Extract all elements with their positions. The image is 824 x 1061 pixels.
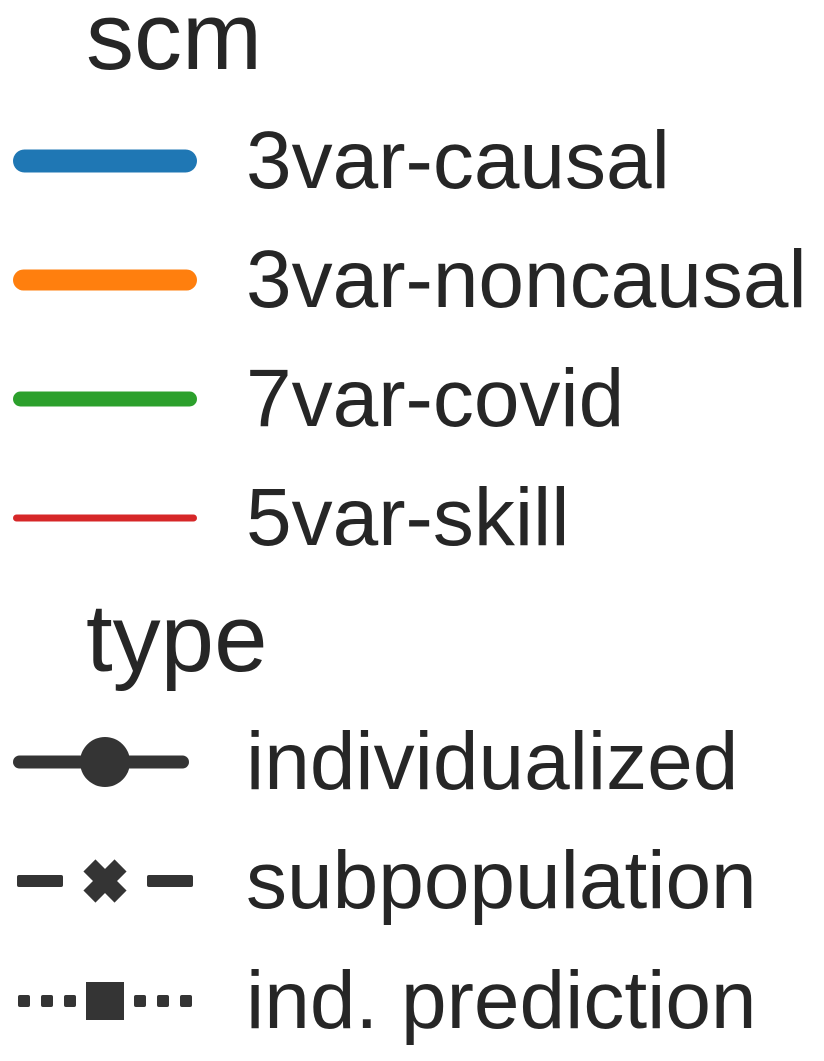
legend-entry-3var-noncausal: 3var-noncausal bbox=[0, 220, 824, 340]
legend-entry-5var-skill: 5var-skill bbox=[0, 458, 824, 578]
solid-line-swatch bbox=[13, 514, 197, 522]
legend-title-type: type bbox=[86, 585, 268, 692]
solid-line-swatch bbox=[13, 269, 197, 291]
legend-section-header-scm: scm bbox=[0, 0, 824, 97]
line-sample-subpopulation bbox=[13, 821, 197, 941]
legend-entry-label: subpopulation bbox=[246, 835, 757, 926]
legend-entry-7var-covid: 7var-covid bbox=[0, 339, 824, 459]
legend-section-header-type: type bbox=[0, 579, 824, 699]
legend-entry-label: 7var-covid bbox=[246, 353, 625, 444]
line-sample-7var-covid bbox=[13, 339, 197, 459]
x-marker-icon bbox=[83, 859, 127, 903]
legend-entry-3var-causal: 3var-causal bbox=[0, 101, 824, 221]
circle-marker-icon bbox=[80, 737, 130, 787]
square-marker-icon bbox=[86, 982, 124, 1020]
line-sample-individualized bbox=[13, 702, 197, 822]
legend-entry-ind-prediction: ind. prediction bbox=[0, 941, 824, 1061]
dot-segment bbox=[64, 995, 76, 1007]
line-sample-5var-skill bbox=[13, 458, 197, 578]
dash-segment bbox=[17, 875, 63, 887]
legend-entry-label: 3var-noncausal bbox=[246, 234, 807, 325]
legend-entry-individualized: individualized bbox=[0, 702, 824, 822]
legend-title-scm: scm bbox=[86, 0, 262, 90]
dot-segment bbox=[134, 995, 146, 1007]
dot-segment bbox=[157, 995, 169, 1007]
line-sample-3var-noncausal bbox=[13, 220, 197, 340]
line-sample-ind-prediction bbox=[13, 941, 197, 1061]
dot-segment bbox=[41, 995, 53, 1007]
legend-entry-label: 3var-causal bbox=[246, 115, 670, 206]
dot-segment bbox=[18, 995, 30, 1007]
solid-line-swatch bbox=[13, 391, 197, 407]
line-sample-3var-causal bbox=[13, 101, 197, 221]
solid-line-swatch bbox=[13, 149, 197, 173]
legend-entry-label: 5var-skill bbox=[246, 472, 570, 563]
dot-segment bbox=[180, 995, 192, 1007]
dash-segment bbox=[147, 875, 193, 887]
legend-entry-subpopulation: subpopulation bbox=[0, 821, 824, 941]
legend-entry-label: individualized bbox=[246, 716, 739, 807]
legend-entry-label: ind. prediction bbox=[246, 955, 757, 1046]
